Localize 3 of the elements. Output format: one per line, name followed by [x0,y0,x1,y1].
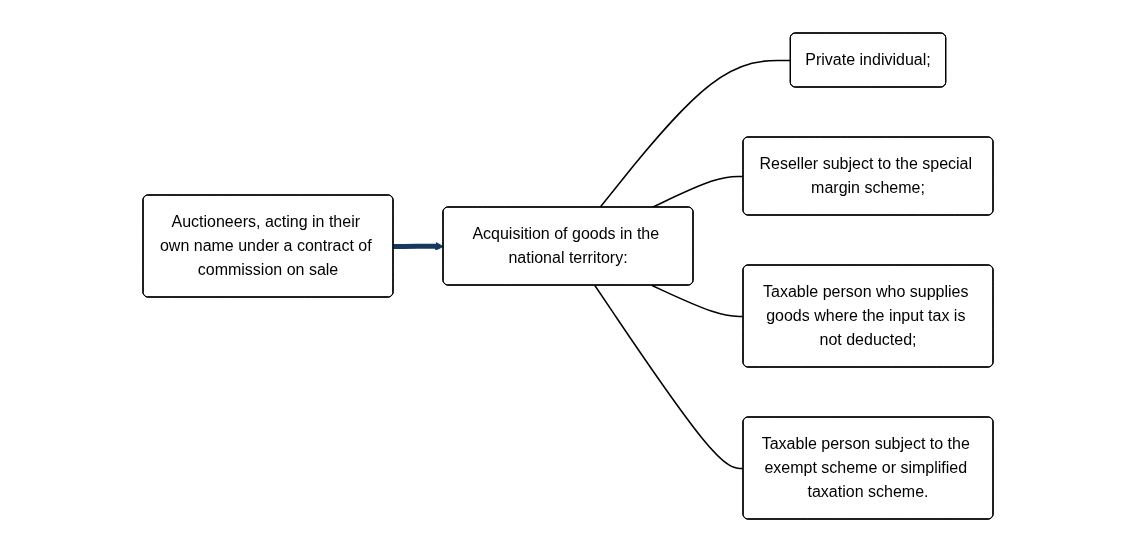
connector [650,284,744,317]
connector [593,284,744,469]
arrow [392,241,444,251]
